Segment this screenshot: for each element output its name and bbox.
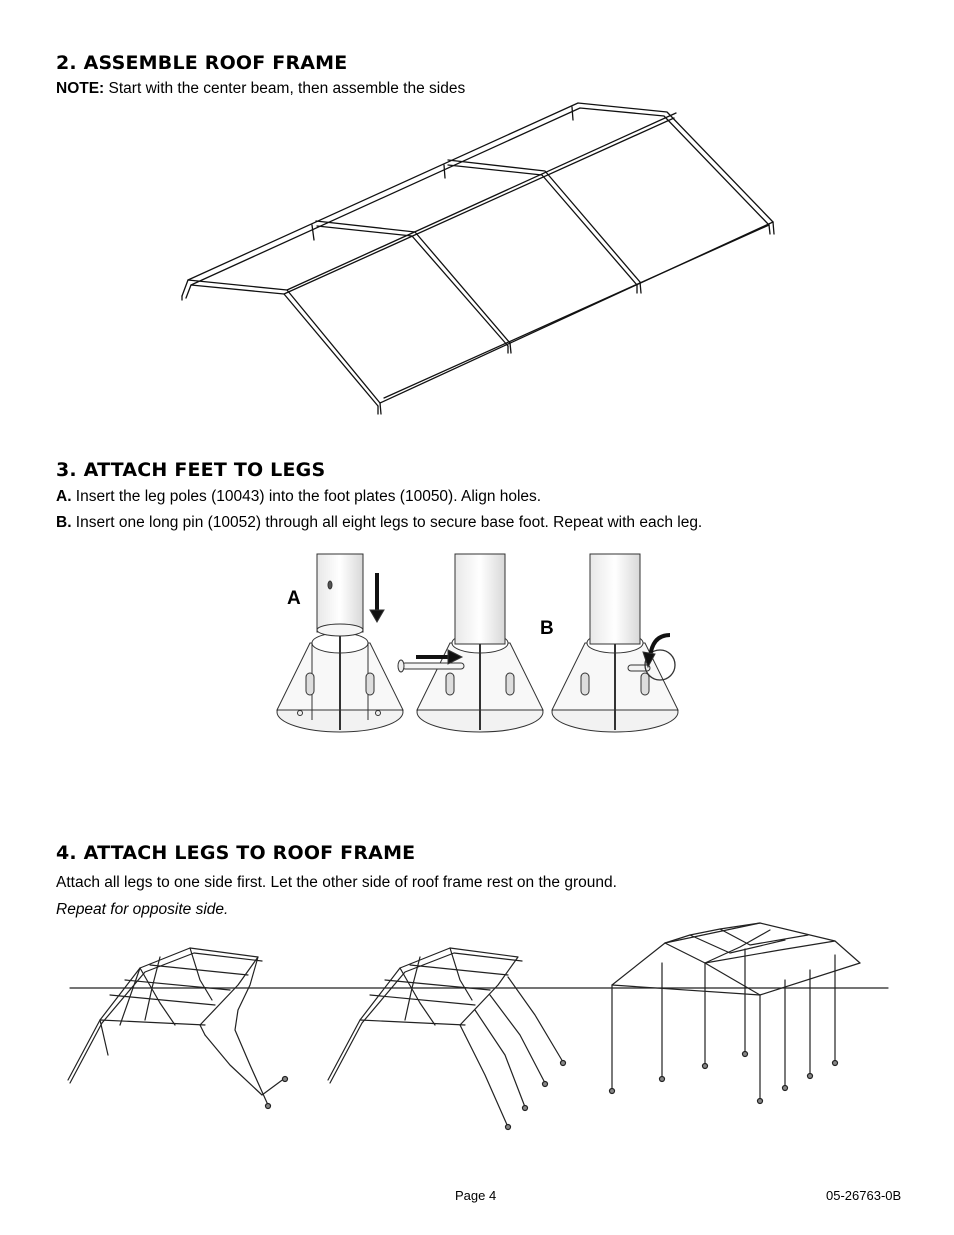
frame-step-1 (67, 947, 289, 1110)
step-b-text: Insert one long pin (10052) through all … (71, 514, 703, 531)
legs-assembly-illustration (67, 922, 889, 1131)
section-3-title: 3. ATTACH FEET TO LEGS (56, 459, 326, 481)
section-4-title: 4. ATTACH LEGS TO ROOF FRAME (56, 842, 416, 864)
document-number: 05-26763-0B (826, 1188, 902, 1203)
section-2-title: 2. ASSEMBLE ROOF FRAME (56, 52, 348, 74)
foot-2 (397, 553, 544, 733)
foot-3 (551, 553, 679, 733)
step-a-text: Insert the leg poles (10043) into the fo… (71, 488, 542, 505)
step-b: B. Insert one long pin (10052) through a… (56, 514, 702, 532)
section-2-note: NOTE: Start with the center beam, then a… (56, 80, 465, 98)
note-label: NOTE: (56, 80, 105, 97)
frame-step-2 (327, 947, 567, 1131)
figure-label-b: B (540, 618, 554, 639)
frame-step-3 (608, 922, 861, 1105)
figure-label-a: A (287, 588, 301, 609)
section-4-repeat-note: Repeat for opposite side. (56, 901, 229, 918)
roof-frame-illustration (181, 102, 775, 415)
page-number: Page 4 (455, 1188, 497, 1203)
foot-1 (276, 553, 404, 733)
section-4-instruction: Attach all legs to one side first. Let t… (56, 874, 617, 891)
note-text: Start with the center beam, then assembl… (104, 80, 466, 97)
step-a-label: A. (56, 488, 72, 505)
step-a: A. Insert the leg poles (10043) into the… (56, 488, 541, 506)
foot-plate-illustration: A B (276, 553, 679, 733)
step-b-label: B. (56, 514, 72, 531)
